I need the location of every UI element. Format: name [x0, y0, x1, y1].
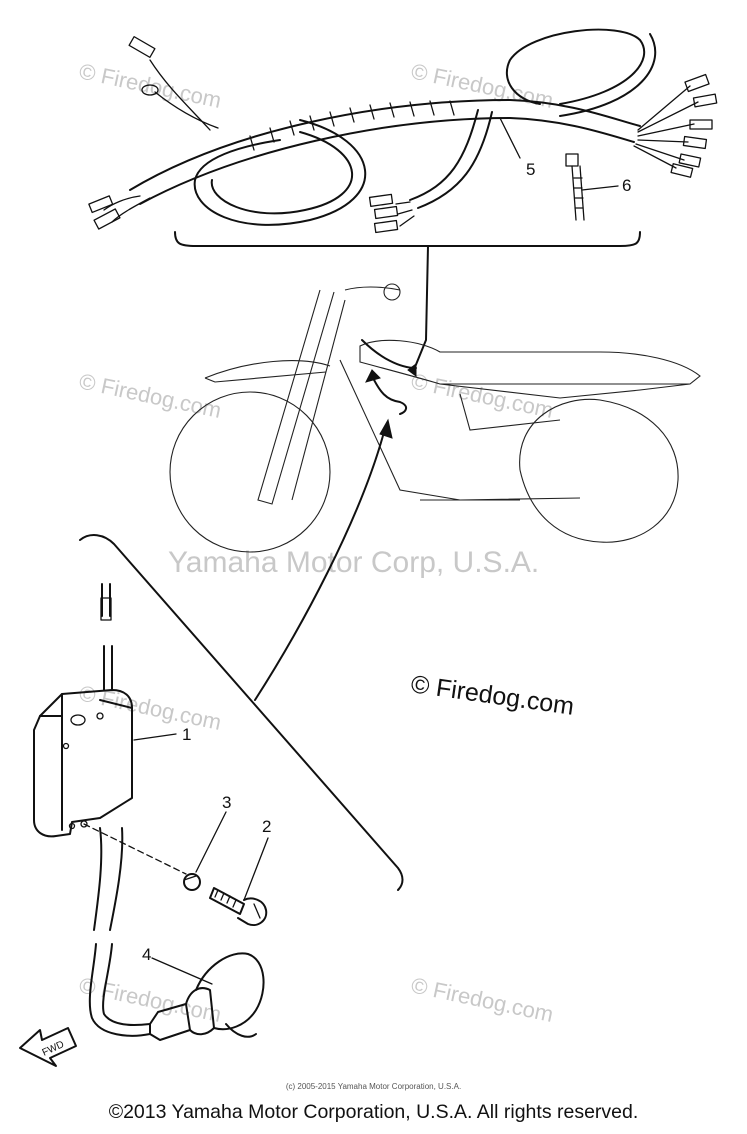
- leader-arrow-down: [412, 245, 429, 373]
- callout-1: 1: [182, 725, 191, 744]
- motorcycle-outline: [169, 283, 701, 553]
- watermark: © Firedog.com: [409, 368, 556, 423]
- group-bracket: [174, 231, 641, 247]
- watermark: © Firedog.com: [409, 972, 556, 1027]
- watermark-yamaha: Yamaha Motor Corp, U.S.A.: [168, 546, 539, 579]
- watermarks: © Firedog.com © Firedog.com © Firedog.co…: [77, 58, 556, 1027]
- ignition-coil: [33, 583, 187, 1037]
- watermark: © Firedog.com: [77, 58, 224, 113]
- firedog-watermark-main: © Firedog.com: [409, 670, 576, 721]
- plug-cap: [149, 952, 265, 1041]
- callout-4: 4: [142, 945, 151, 964]
- detail-boundary: [79, 534, 404, 891]
- callout-3: 3: [222, 793, 231, 812]
- wire-harness: [88, 28, 718, 234]
- callout-6: 6: [622, 176, 631, 195]
- fwd-arrow: FWD: [19, 1027, 77, 1067]
- small-copyright: (c) 2005-2015 Yamaha Motor Corporation, …: [285, 1082, 462, 1091]
- arrow-head: [379, 418, 393, 439]
- washer: [183, 811, 227, 891]
- bolt: [209, 837, 269, 926]
- callout-2: 2: [262, 817, 271, 836]
- watermark: © Firedog.com: [77, 368, 224, 423]
- copyright-footer: ©2013 Yamaha Motor Corporation, U.S.A. A…: [108, 1101, 639, 1123]
- watermark: © Firedog.com: [77, 680, 224, 735]
- callout-5: 5: [526, 160, 535, 179]
- leader-arrow-up: [254, 431, 385, 701]
